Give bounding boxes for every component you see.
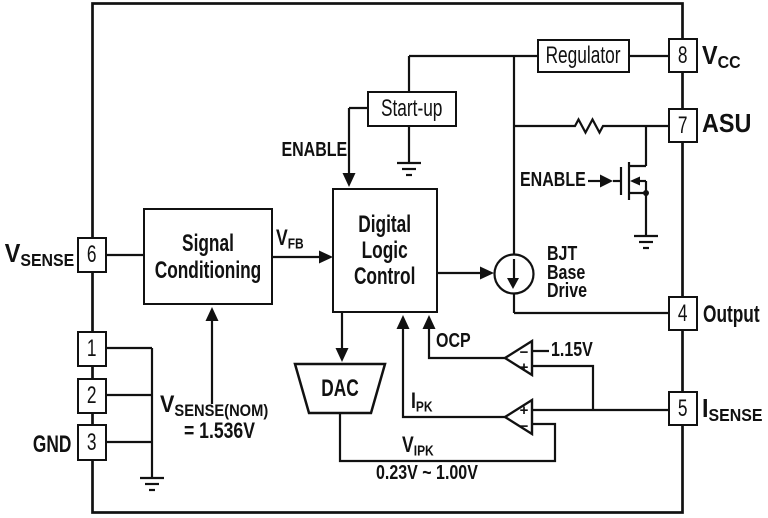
vipk-label: VIPK — [402, 432, 434, 460]
pin-4-box: 4 — [668, 296, 698, 331]
arrowhead-enable-gate — [600, 174, 613, 188]
arrowhead-vfb — [319, 250, 333, 264]
signal-conditioning-block: Signal Conditioning — [143, 208, 273, 305]
ocp-minus-sign: − — [520, 344, 529, 361]
ipk-minus-sign: − — [520, 418, 529, 435]
regulator-label: Regulator — [546, 42, 621, 69]
arrowhead-vsense-nom — [205, 307, 219, 321]
vfb-label: VFB — [276, 225, 304, 253]
pin-7-box: 7 — [668, 108, 698, 143]
pin-5-box: 5 — [668, 391, 698, 426]
pin-label-vsense: VSENSE — [4, 238, 74, 271]
startup-label: Start-up — [381, 95, 443, 122]
arrowhead-dac — [335, 348, 349, 362]
wire-ipk-out — [401, 327, 505, 419]
pin-3-box: 3 — [77, 424, 107, 461]
dlc-label-3: Control — [354, 262, 416, 290]
ipk-plus-sign: + — [520, 402, 529, 419]
ocp-comparator-icon — [502, 338, 534, 378]
ipk-comparator-icon — [502, 397, 534, 437]
dlc-label-1: Digital — [358, 210, 412, 238]
dlc-label-2: Logic — [361, 236, 409, 264]
vsense-nominal-label: VSENSE(NOM) — [160, 391, 269, 420]
ocp-reference-label: 1.15V — [551, 339, 593, 361]
pin-label-isense: ISENSE — [702, 393, 763, 426]
enable-mosfet-label: ENABLE — [520, 169, 586, 191]
arrowhead-enable — [342, 173, 356, 187]
signal-conditioning-label-2: Conditioning — [154, 256, 262, 284]
bjt-base-drive-label: BJT Base Drive — [547, 243, 588, 302]
pin-label-vcc: VCC — [702, 40, 741, 73]
pin-2-box: 2 — [77, 378, 107, 414]
ipk-label: IPK — [411, 388, 433, 416]
dac-label: DAC — [321, 375, 359, 402]
mosfet-body-arrow — [630, 176, 640, 186]
arrowhead-ipk — [396, 315, 410, 329]
ocp-plus-sign: + — [520, 359, 529, 376]
wire-vipk — [338, 413, 557, 463]
vsense-nominal-value: = 1.536V — [184, 418, 255, 443]
arrowhead-current-source — [507, 278, 519, 289]
dac-block-shape — [293, 362, 387, 415]
pin-label-gnd: GND — [32, 431, 71, 458]
vipk-range-label: 0.23V ~ 1.00V — [376, 462, 478, 484]
junction-dot — [643, 190, 649, 196]
wire-ocp-plus — [532, 364, 595, 410]
wire-ocp-out — [427, 327, 505, 360]
arrowhead-bjt — [480, 266, 494, 280]
pin-label-asu: ASU — [702, 108, 752, 138]
pin-8-box: 8 — [668, 38, 698, 73]
pin-6-box: 6 — [77, 237, 107, 273]
regulator-block: Regulator — [537, 39, 630, 73]
ocp-label: OCP — [436, 330, 471, 352]
pin-label-output: Output — [703, 301, 760, 328]
enable-startup-label: ENABLE — [281, 139, 347, 161]
pin-1-box: 1 — [77, 331, 107, 367]
arrowhead-ocp — [422, 315, 436, 329]
resistor-icon — [514, 117, 668, 135]
digital-logic-control-block: Digital Logic Control — [332, 188, 438, 313]
signal-conditioning-label-1: Signal — [182, 229, 234, 257]
startup-block: Start-up — [367, 91, 457, 127]
